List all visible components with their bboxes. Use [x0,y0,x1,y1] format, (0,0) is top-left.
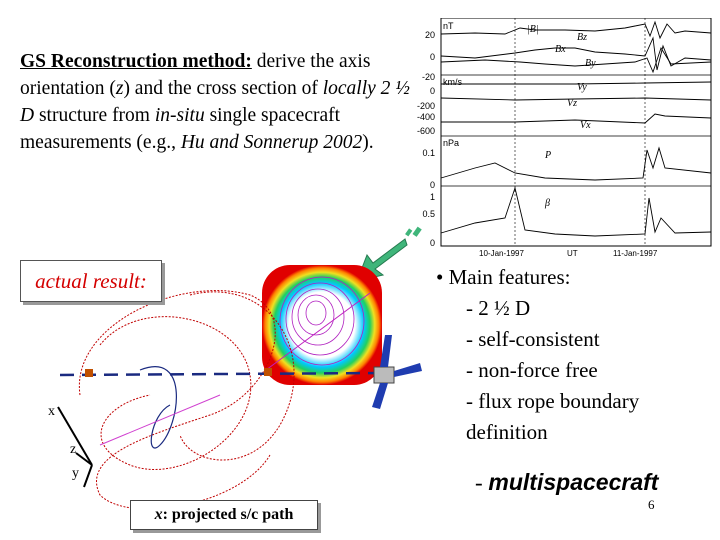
time-series-figure: nT km/s nPa 20 0 -20 0 -200 -400 -600 0.… [417,18,712,258]
tick-label: 0.5 [422,209,435,219]
tick-label: -600 [417,126,435,136]
axis-variable: z [115,78,124,99]
intro-italic: in-situ [154,105,205,126]
feature-item: - self-consistent [466,327,600,351]
feature-item-multispacecraft: - multispacecraft [475,469,658,496]
feature-bold: multispacecraft [488,469,659,495]
flux-rope-map [262,265,382,385]
trace-label: Bz [577,32,587,43]
axis-triad [57,406,93,488]
intro-text: ). [362,132,374,153]
intro-paragraph: GS Reconstruction method: derive the axi… [20,48,410,156]
path-caption-text: : projected s/c path [162,506,294,523]
actual-result-label: actual result: [35,269,147,293]
trace-label: P [544,150,551,161]
tick-label: 0 [430,180,435,190]
slide-number: 6 [648,497,655,512]
path-var: x [154,506,163,523]
tick-label: 0 [430,238,435,248]
x-tick-label: 11-Jan-1997 [613,249,658,258]
trace-label: Vx [580,120,591,131]
x-axis-label: UT [567,249,578,258]
intro-text: derive the axis orientation ( [20,51,371,99]
trace-label: Vy [577,82,587,93]
field-line-paths [78,290,295,510]
feature-item: - non-force free [466,358,598,382]
trace-label: β [544,198,550,209]
x-tick-label: 10-Jan-1997 [479,249,524,258]
tick-label: -200 [417,101,435,111]
features-list: • Main features: - 2 ½ D - self-consiste… [436,262,716,448]
feature-item-continuation: definition [466,420,548,444]
trace-label: By [585,58,596,69]
projection-line [99,394,221,446]
tick-label: 0 [430,52,435,62]
tick-label: 20 [425,30,435,40]
intro-italic: locally 2 ½ D [20,78,410,126]
tick-label: 0 [430,86,435,96]
tick-label: 0.1 [422,148,435,158]
trace-label: Bx [555,44,566,55]
path-marker [85,369,93,377]
feature-item: - 2 ½ D [466,296,531,320]
intro-text: structure from [34,105,155,126]
trajectory-line [139,366,177,449]
tick-label: -400 [417,112,435,122]
panel-label: km/s [443,77,462,87]
method-heading: GS Reconstruction method: [20,51,252,72]
trace-label: Vz [567,98,577,109]
feature-prefix: - [475,470,489,495]
axis-label-y: y [72,466,79,481]
spacecraft-icon [372,335,422,409]
features-heading: • Main features: [436,265,571,289]
intro-text: ) and the cross section of [123,78,323,99]
panel-label: nPa [443,138,459,148]
tick-label: 1 [430,192,435,202]
path-marker [264,368,272,376]
axis-label-x: x [48,404,55,419]
axis-label-z: z [70,442,76,457]
spacecraft-path [59,371,389,377]
tick-label: -20 [422,72,435,82]
panel-label: nT [443,21,454,31]
reconstruction-figure: x z y [48,265,422,510]
actual-result-label-box: actual result: [20,260,162,302]
citation: Hu and Sonnerup 2002 [180,132,363,153]
path-caption: x: projected s/c path [130,500,318,530]
intro-text: single spacecraft measurements (e.g., [20,105,341,153]
feature-item: - flux rope boundary [466,389,640,413]
